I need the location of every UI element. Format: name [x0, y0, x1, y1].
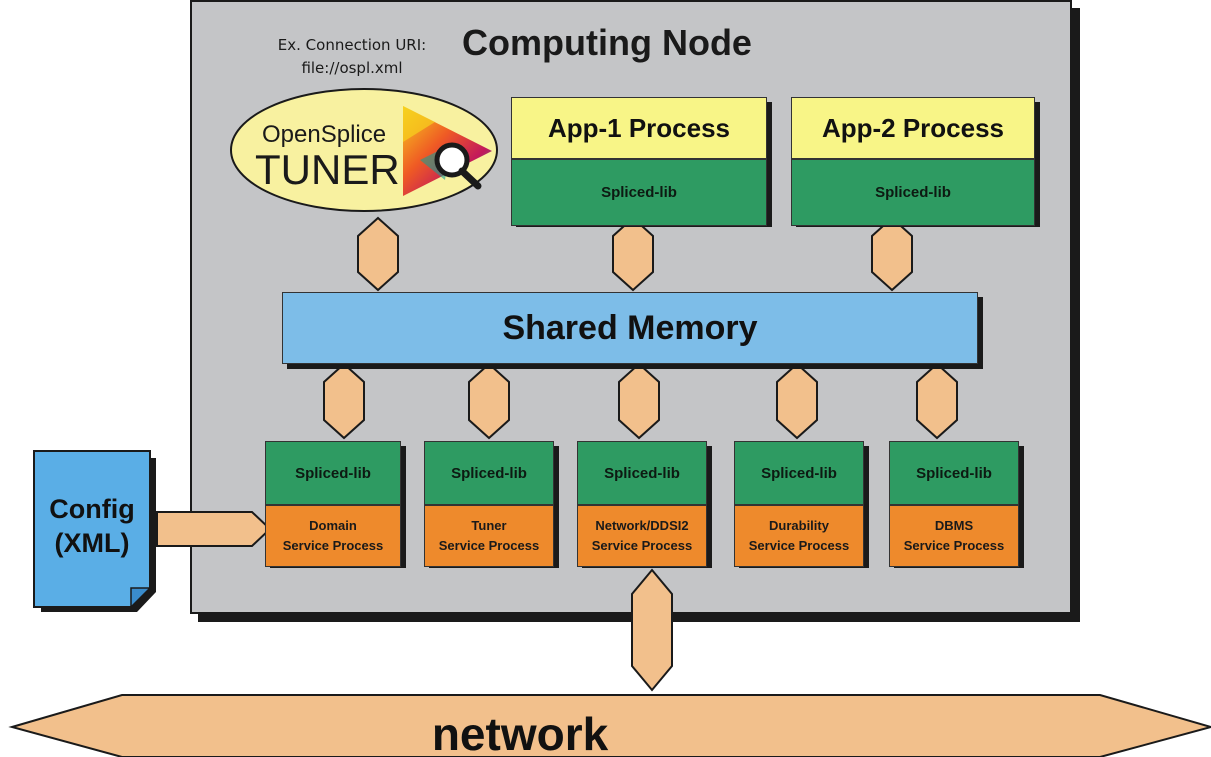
domain-service-label: Domain Service Process	[265, 505, 401, 567]
tuner-service-line2: Service Process	[438, 538, 540, 553]
config-arrow	[156, 511, 272, 547]
connector-network-bus	[631, 568, 673, 692]
config-label-line2: (XML)	[55, 528, 130, 558]
shared-memory: Shared Memory	[282, 292, 978, 364]
dbms-service-label: DBMS Service Process	[889, 505, 1019, 567]
durability-service-line1: Durability	[769, 518, 829, 533]
network-bus	[8, 694, 1211, 757]
tuner-spliced-lib: Spliced-lib	[424, 441, 554, 505]
tuner-logo-top: OpenSplice	[262, 121, 386, 148]
domain-service-line2: Service Process	[282, 538, 384, 553]
connector-dbms	[916, 362, 958, 440]
app1-process: App-1 Process Spliced-lib	[511, 97, 767, 226]
connector-app2	[871, 216, 913, 292]
network-service-label: Network/DDSI2 Service Process	[577, 505, 707, 567]
computing-node-title: Computing Node	[462, 22, 752, 63]
network-service-line1: Network/DDSI2	[595, 518, 689, 533]
tuner-logo-bottom: TUNER	[255, 146, 400, 193]
tuner-service-label: Tuner Service Process	[424, 505, 554, 567]
app1-spliced-lib: Spliced-lib	[511, 159, 767, 226]
config-document-icon	[33, 450, 156, 612]
config-label-line1: Config	[49, 494, 134, 524]
connector-app1	[612, 216, 654, 292]
connection-uri-value: file://ospl.xml	[301, 59, 403, 77]
durability-spliced-lib: Spliced-lib	[734, 441, 864, 505]
dbms-service-line1: DBMS	[934, 518, 974, 533]
network-service-line2: Service Process	[591, 538, 693, 553]
network-label: network	[432, 708, 609, 757]
durability-service-label: Durability Service Process	[734, 505, 864, 567]
tuner-service-line1: Tuner	[471, 518, 507, 533]
tuner-service-process: Spliced-lib Tuner Service Process	[424, 441, 554, 567]
dbms-service-line2: Service Process	[903, 538, 1005, 553]
network-service-process: Spliced-lib Network/DDSI2 Service Proces…	[577, 441, 707, 567]
dbms-service-process: Spliced-lib DBMS Service Process	[889, 441, 1019, 567]
network-spliced-lib: Spliced-lib	[577, 441, 707, 505]
tuner-logo-mark-icon	[403, 106, 492, 196]
connector-domain	[323, 362, 365, 440]
domain-service-process: Spliced-lib Domain Service Process	[265, 441, 401, 567]
durability-service-process: Spliced-lib Durability Service Process	[734, 441, 864, 567]
app2-spliced-lib: Spliced-lib	[791, 159, 1035, 226]
app1-process-title: App-1 Process	[511, 97, 767, 159]
connector-tuner	[357, 216, 399, 292]
app2-process: App-2 Process Spliced-lib	[791, 97, 1035, 226]
connection-uri: Ex. Connection URI: file://ospl.xml	[232, 34, 472, 80]
connection-uri-label: Ex. Connection URI:	[277, 36, 427, 54]
connector-network-service	[618, 362, 660, 440]
domain-service-line1: Domain	[309, 518, 357, 533]
connector-tuner-service	[468, 362, 510, 440]
dbms-spliced-lib: Spliced-lib	[889, 441, 1019, 505]
domain-spliced-lib: Spliced-lib	[265, 441, 401, 505]
app2-process-title: App-2 Process	[791, 97, 1035, 159]
connector-durability	[776, 362, 818, 440]
durability-service-line2: Service Process	[748, 538, 850, 553]
